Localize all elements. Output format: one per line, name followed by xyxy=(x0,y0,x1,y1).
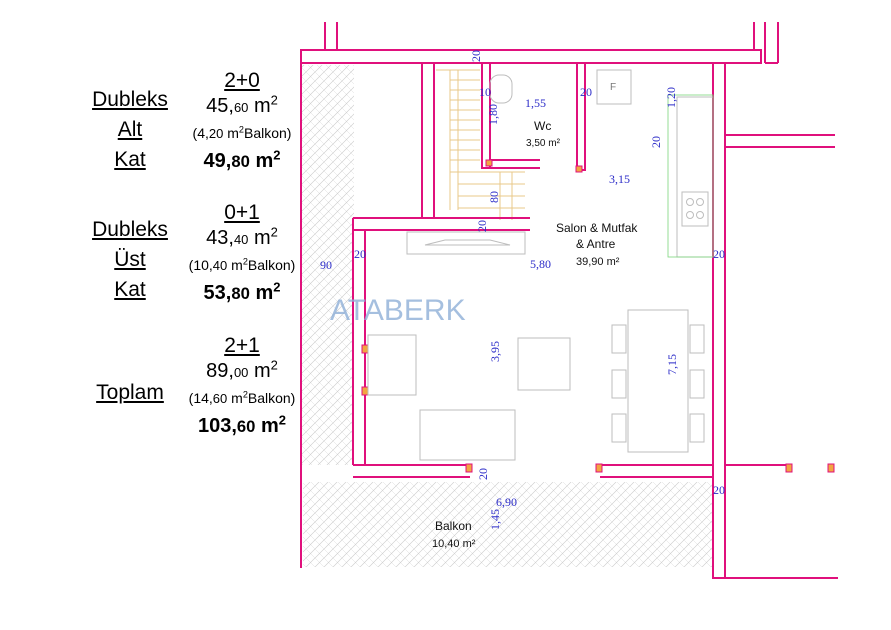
dim-label: 3,95 xyxy=(488,341,502,362)
watermark: ATABERK xyxy=(330,294,466,327)
legend-ust-area: 43,40 m2 xyxy=(206,224,278,249)
dim-label: 20 xyxy=(649,136,663,148)
legend-alt-values: 2+0 45,60 m2 (4,20 m2Balkon) 49,80 m2 xyxy=(172,68,312,176)
dim-label: 1,55 xyxy=(525,96,546,110)
walls xyxy=(300,22,838,579)
legend-toplam-values: 2+1 89,00 m2 (14,60 m2Balkon) 103,60 m2 xyxy=(172,333,312,441)
dim-label: 1,80 xyxy=(486,104,500,125)
dim-label: 90 xyxy=(320,258,332,272)
legend-toplam-total: 103,60 m2 xyxy=(197,412,287,437)
dim-label: 6,90 xyxy=(496,495,517,509)
legend-ust-balcony: (10,40 m2Balkon) xyxy=(188,256,296,273)
dim-label: 10 xyxy=(479,85,491,99)
legend-ust-label: Dubleks Üst Kat xyxy=(92,218,168,301)
dim-label: 1,45 xyxy=(488,509,502,530)
legend-alt-balcony: (4,20 m2Balkon) xyxy=(192,124,292,141)
dim-label: 20 xyxy=(475,220,489,232)
dim-label: 20 xyxy=(354,247,366,261)
balkon-name: Balkon xyxy=(435,519,472,533)
dim-label: 20 xyxy=(713,483,725,497)
balkon-area: 10,40 m² xyxy=(432,538,476,550)
salon-area: 39,90 m² xyxy=(576,256,620,268)
fridge-label: F xyxy=(610,82,616,93)
legend-ust-type: 0+1 xyxy=(224,201,260,224)
dim-label: 20 xyxy=(713,247,725,261)
legend-alt-label: Dubleks Alt Kat xyxy=(92,88,168,171)
salon-name-2: & Antre xyxy=(576,237,616,251)
dim-label: 5,80 xyxy=(530,257,551,271)
balcony-hatch-area xyxy=(303,482,713,567)
legend-toplam-type: 2+1 xyxy=(224,334,260,357)
roof-hatch-area xyxy=(302,65,354,465)
legend-toplam-balcony: (14,60 m2Balkon) xyxy=(188,389,296,406)
window-markers xyxy=(361,159,835,473)
dim-label: 80 xyxy=(487,191,501,203)
dim-label: 3,15 xyxy=(609,172,630,186)
staircase xyxy=(436,69,525,220)
dim-label: 20 xyxy=(469,50,483,62)
salon-name-1: Salon & Mutfak xyxy=(556,221,638,235)
area-legend: Dubleks Alt Kat 2+0 45,60 m2 (4,20 m2Bal… xyxy=(0,0,300,630)
dimensions: 20 10 1,55 20 1,20 1,80 20 3,15 80 20 20… xyxy=(320,50,725,530)
legend-alt-total: 49,80 m2 xyxy=(203,147,281,172)
legend-alt-type: 2+0 xyxy=(224,69,260,92)
dim-label: 20 xyxy=(580,85,592,99)
dim-label: 1,20 xyxy=(664,87,678,108)
dim-label: 7,15 xyxy=(665,354,679,375)
kitchen-outline xyxy=(667,94,714,258)
wc-name: Wc xyxy=(534,119,551,133)
legend-alt-area: 45,60 m2 xyxy=(206,92,278,117)
wc-area: 3,50 m² xyxy=(526,138,561,149)
legend-toplam-area: 89,00 m2 xyxy=(206,357,278,382)
legend-toplam-label: Toplam xyxy=(96,381,164,404)
legend-ust-total: 53,80 m2 xyxy=(203,279,281,304)
dim-label: 20 xyxy=(476,468,490,480)
legend-ust-values: 0+1 43,40 m2 (10,40 m2Balkon) 53,80 m2 xyxy=(172,200,312,308)
